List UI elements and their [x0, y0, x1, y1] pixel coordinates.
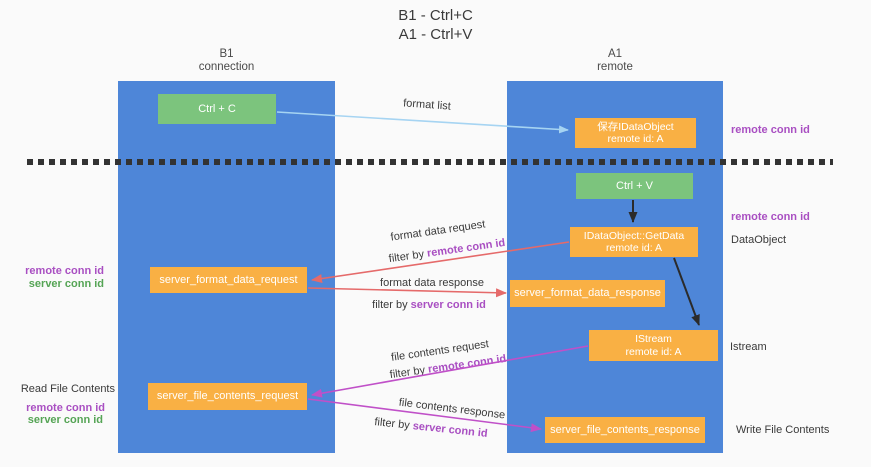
ctrl-c-label: Ctrl + C [198, 102, 236, 115]
server-file-contents-request-box: server_file_contents_request [148, 383, 307, 410]
server-file-contents-response-box: server_file_contents_response [545, 417, 705, 443]
istream-box: IStream remote id: A [589, 330, 718, 361]
filter-by-text-1: filter by [388, 248, 425, 266]
column-b1-name: B1 [219, 48, 234, 60]
left-label-remote-conn-id-bottom: remote conn id [26, 402, 105, 414]
session-separator-dashed-line [27, 159, 833, 165]
save-idataobject-line1: 保存IDataObject [597, 120, 674, 133]
server-format-data-request-label: server_format_data_request [159, 273, 298, 286]
filter-by-text-4: filter by [373, 416, 411, 432]
server-format-data-response-label: server_format_data_response [514, 287, 661, 299]
filter-by-text-2: filter by [372, 299, 408, 311]
diagram-title-line2: A1 - Ctrl+V [398, 26, 473, 43]
flow-label-filter-server-1: filter by server conn id [372, 299, 486, 311]
idataobject-getdata-line1: IDataObject::GetData [583, 229, 685, 242]
ctrl-v-label: Ctrl + V [616, 179, 653, 192]
idataobject-getdata-box: IDataObject::GetData remote id: A [570, 227, 698, 257]
idataobject-getdata-line2: remote id: A [605, 242, 663, 254]
file-contents-response-text: file contents response [398, 396, 506, 422]
flow-label-filter-server-2: filter by server conn id [374, 416, 488, 440]
format-list-text: format list [402, 97, 452, 113]
server-format-data-response-box: server_format_data_response [510, 280, 665, 307]
server-file-contents-response-label: server_file_contents_response [550, 423, 700, 436]
flow-label-file-contents-response: file contents response [398, 397, 506, 422]
save-idataobject-line2: remote id: A [607, 133, 664, 145]
left-label-server-conn-id-top: server conn id [28, 278, 104, 290]
right-label-dataobject: DataObject [731, 234, 787, 246]
diagram-title-line1: B1 - Ctrl+C [398, 7, 473, 24]
column-header-b1: B1 connection [118, 48, 335, 74]
server-file-contents-request-label: server_file_contents_request [156, 390, 299, 402]
format-data-request-text: format data request [389, 218, 487, 244]
diagram-title: B1 - Ctrl+C A1 - Ctrl+V [0, 6, 871, 44]
istream-line1: IStream [635, 333, 672, 345]
server-conn-id-text-1: server conn id [410, 299, 486, 311]
column-a1-subtitle: remote [597, 61, 633, 73]
server-conn-id-text-2: server conn id [412, 420, 489, 440]
save-idataobject-box: 保存IDataObject remote id: A [575, 118, 696, 148]
right-label-remote-conn-id-top: remote conn id [731, 124, 810, 136]
ctrl-v-box: Ctrl + V [576, 173, 693, 199]
format-data-response-text: format data response [380, 277, 484, 289]
server-format-data-request-box: server_format_data_request [150, 267, 307, 293]
istream-line2: remote id: A [625, 345, 682, 358]
column-a1-name: A1 [607, 48, 623, 60]
column-header-a1: A1 remote [507, 48, 723, 74]
left-label-read-file-contents: Read File Contents [20, 383, 115, 395]
remote-conn-id-text-1: remote conn id [426, 236, 506, 260]
column-b1-subtitle: connection [198, 61, 255, 73]
left-label-server-conn-id-bottom: server conn id [27, 414, 103, 426]
filter-by-text-3: filter by [389, 364, 426, 382]
flow-label-format-data-response: format data response [380, 277, 484, 289]
flow-label-format-list: format list [403, 97, 451, 112]
right-label-remote-conn-id-mid: remote conn id [731, 211, 810, 223]
left-label-remote-conn-id-top: remote conn id [25, 265, 104, 277]
flow-label-format-data-request: format data request [390, 218, 486, 243]
right-label-write-file-contents: Write File Contents [736, 424, 830, 436]
ctrl-c-box: Ctrl + C [158, 94, 276, 124]
right-label-istream: Istream [730, 341, 767, 353]
